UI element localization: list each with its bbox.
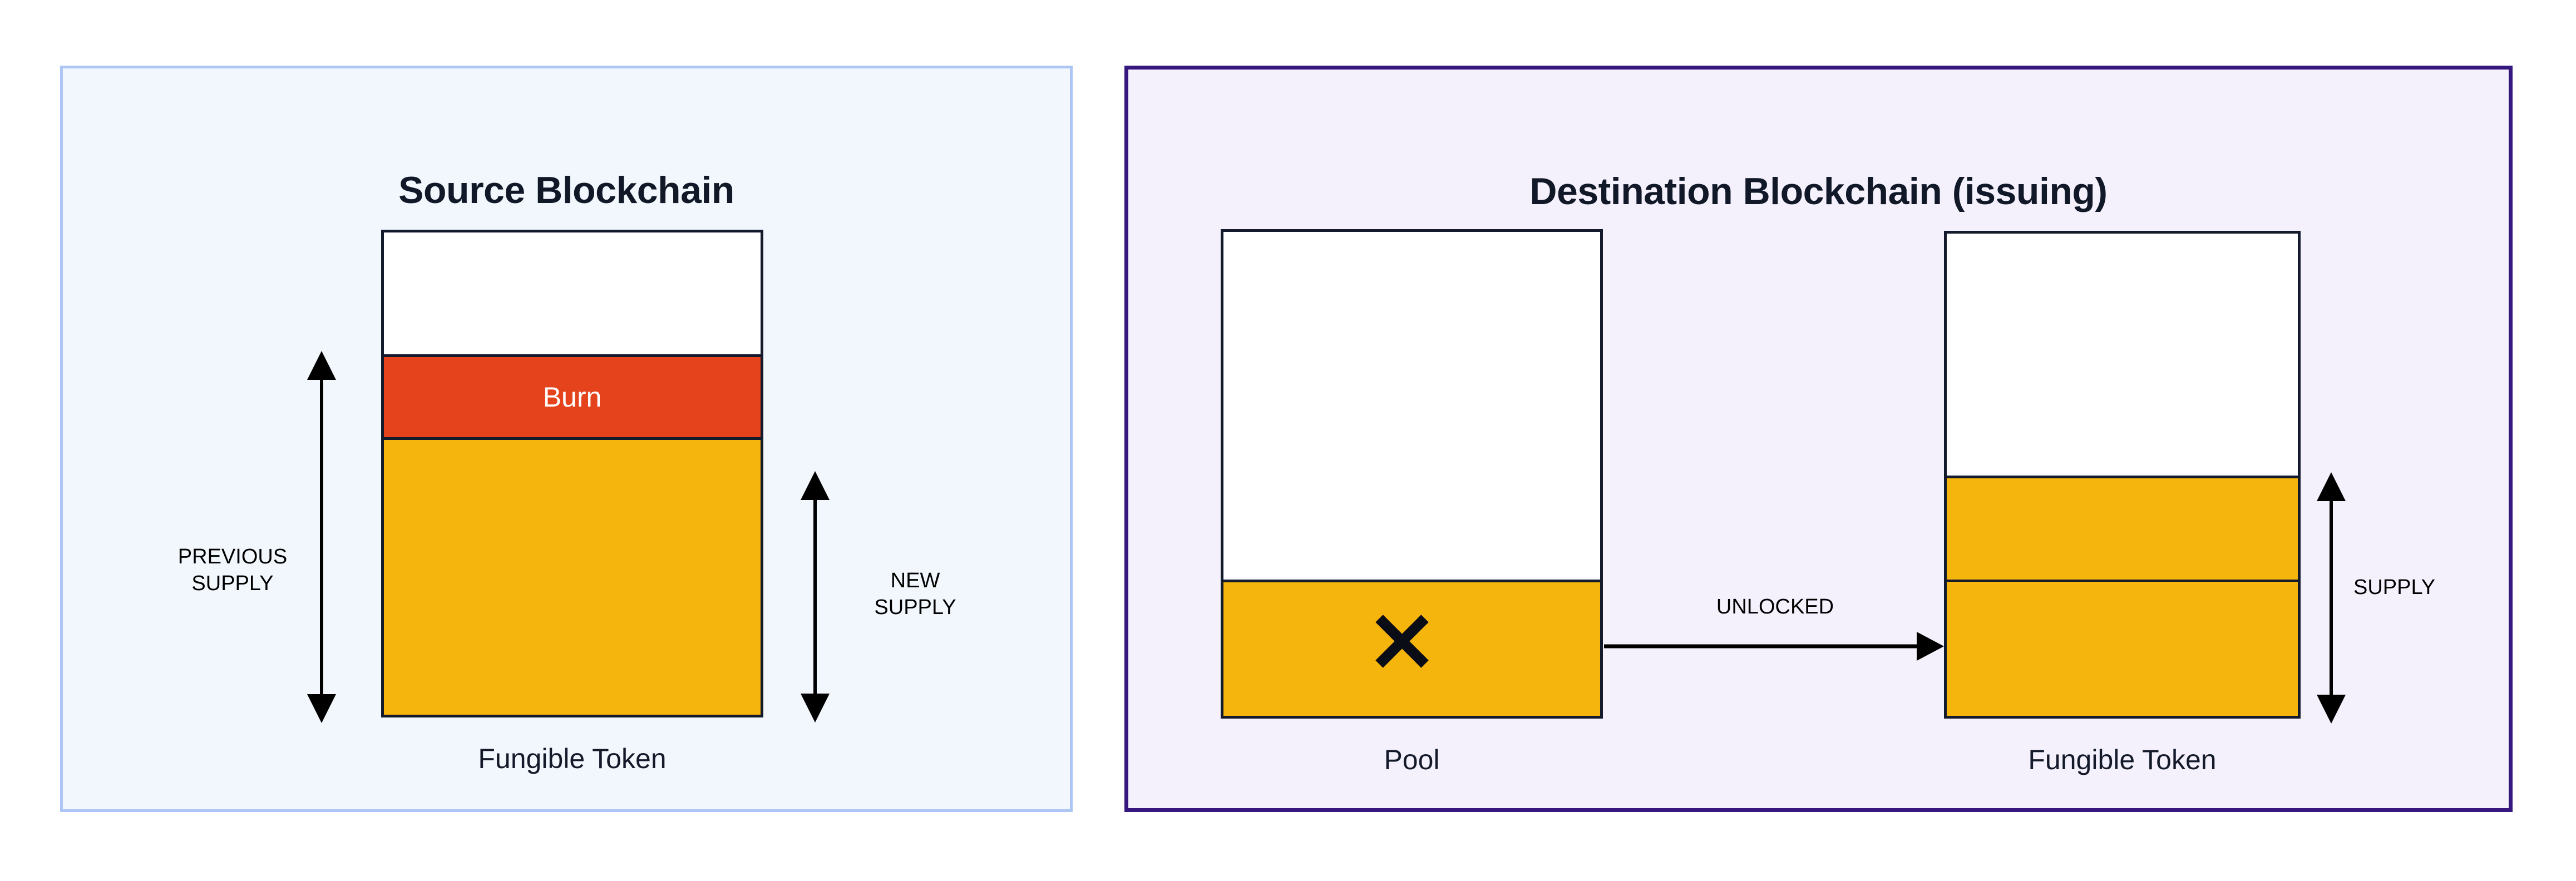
previous-supply-label: PREVIOUS SUPPLY <box>177 545 288 595</box>
new-supply-arrow <box>801 471 830 722</box>
previous-supply-arrow <box>307 351 336 723</box>
source-bar-caption: Fungible Token <box>478 743 667 774</box>
destination-blockchain-panel: Destination Blockchain (issuing) Pool UN… <box>1124 66 2513 812</box>
source-panel-title: Source Blockchain <box>398 169 734 211</box>
x-mark-icon <box>1375 615 1429 668</box>
new-supply-label: NEW SUPPLY <box>874 569 956 619</box>
burn-segment: Burn <box>384 354 761 440</box>
supply-label: SUPPLY <box>2353 576 2436 599</box>
pool-bar <box>1221 229 1603 719</box>
destination-gold-supply-segment <box>1947 476 2298 716</box>
destination-bar-caption: Fungible Token <box>2028 744 2217 775</box>
destination-fungible-token-bar <box>1944 231 2301 719</box>
destination-panel-title: Destination Blockchain (issuing) <box>1529 170 2108 212</box>
unlocked-flow-label: UNLOCKED <box>1716 595 1834 618</box>
pool-bar-caption: Pool <box>1384 744 1440 775</box>
source-fungible-token-bar: Burn <box>381 230 763 717</box>
source-blockchain-panel: Source Blockchain Burn Fungible Token PR… <box>60 66 1073 812</box>
remaining-supply-segment <box>384 440 761 715</box>
burn-label: Burn <box>542 382 602 413</box>
unlocked-flow-arrow <box>1604 632 1944 661</box>
supply-split-divider <box>1947 580 2298 582</box>
supply-arrow <box>2317 472 2346 724</box>
